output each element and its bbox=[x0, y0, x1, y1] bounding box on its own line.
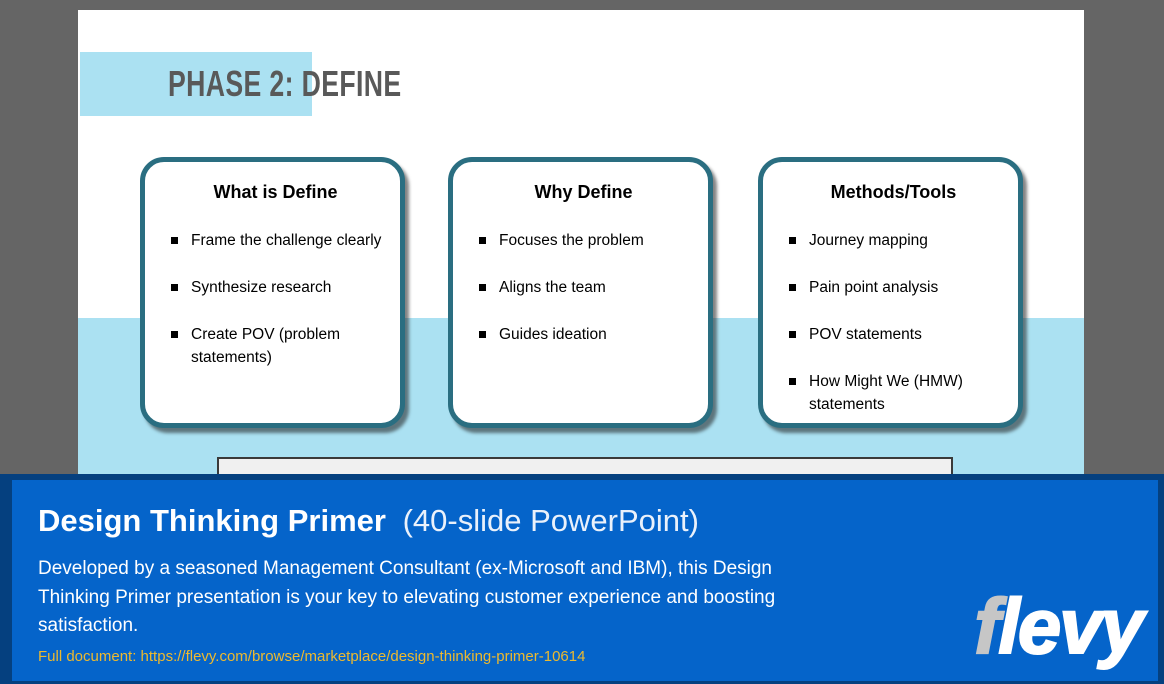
bullet-text: Journey mapping bbox=[809, 232, 928, 249]
banner-text-block: Design Thinking Primer (40-slide PowerPo… bbox=[12, 480, 1158, 666]
bullet-list: Frame the challenge clearly Synthesize r… bbox=[161, 229, 390, 369]
bullet-text: Guides ideation bbox=[499, 326, 607, 343]
list-item: POV statements bbox=[789, 323, 1006, 346]
document-description: Developed by a seasoned Management Consu… bbox=[38, 558, 776, 636]
list-item: Focuses the problem bbox=[479, 229, 696, 252]
bullet-list: Focuses the problem Aligns the team Guid… bbox=[469, 229, 698, 346]
slide-title: PHASE 2: DEFINE bbox=[168, 52, 484, 116]
card-heading: Why Define bbox=[534, 182, 633, 202]
full-document-link[interactable]: Full document: https://flevy.com/browse/… bbox=[38, 647, 586, 665]
bullet-square-icon bbox=[171, 331, 178, 338]
bullet-square-icon bbox=[789, 378, 796, 385]
document-format: (40-slide PowerPoint) bbox=[402, 503, 699, 538]
bullet-square-icon bbox=[479, 284, 486, 291]
bullet-square-icon bbox=[479, 237, 486, 244]
list-item: Frame the challenge clearly bbox=[171, 229, 388, 252]
title-highlight-box bbox=[80, 52, 312, 116]
bullet-square-icon bbox=[171, 237, 178, 244]
bullet-square-icon bbox=[789, 331, 796, 338]
bullet-square-icon bbox=[171, 284, 178, 291]
list-item: Pain point analysis bbox=[789, 276, 1006, 299]
bullet-text: Focuses the problem bbox=[499, 232, 644, 249]
card-what-is-define: What is Define Frame the challenge clear… bbox=[140, 157, 405, 428]
card-why-define: Why Define Focuses the problem Aligns th… bbox=[448, 157, 713, 428]
logo-letter-f: f bbox=[973, 582, 1001, 670]
bullet-list: Journey mapping Pain point analysis POV … bbox=[779, 229, 1008, 416]
card-heading: What is Define bbox=[213, 182, 338, 202]
list-item: Create POV (problem statements) bbox=[171, 323, 388, 369]
bullet-text: Pain point analysis bbox=[809, 279, 939, 296]
list-item: Synthesize research bbox=[171, 276, 388, 299]
bullet-text: Frame the challenge clearly bbox=[191, 232, 382, 249]
list-item: Guides ideation bbox=[479, 323, 696, 346]
slide-title-text: PHASE 2: DEFINE bbox=[168, 63, 402, 104]
card-methods-tools: Methods/Tools Journey mapping Pain point… bbox=[758, 157, 1023, 428]
promo-banner: Design Thinking Primer (40-slide PowerPo… bbox=[0, 474, 1164, 684]
bullet-text: Synthesize research bbox=[191, 279, 332, 296]
logo-letters-levy: levy bbox=[997, 582, 1145, 670]
flevy-logo: flevy bbox=[973, 586, 1145, 666]
list-item: How Might We (HMW) statements bbox=[789, 370, 1006, 416]
bullet-square-icon bbox=[789, 237, 796, 244]
bullet-square-icon bbox=[479, 331, 486, 338]
bullet-text: Create POV (problem statements) bbox=[191, 326, 341, 366]
banner-title-row: Design Thinking Primer (40-slide PowerPo… bbox=[38, 502, 1158, 540]
bullet-text: POV statements bbox=[809, 326, 922, 343]
document-title: Design Thinking Primer bbox=[38, 503, 386, 538]
bullet-text: How Might We (HMW) statements bbox=[809, 373, 963, 413]
list-item: Journey mapping bbox=[789, 229, 1006, 252]
card-heading: Methods/Tools bbox=[830, 182, 957, 202]
list-item: Aligns the team bbox=[479, 276, 696, 299]
bullet-square-icon bbox=[789, 284, 796, 291]
bullet-text: Aligns the team bbox=[499, 279, 606, 296]
slide: PHASE 2: DEFINE What is Define Frame the… bbox=[78, 10, 1084, 487]
